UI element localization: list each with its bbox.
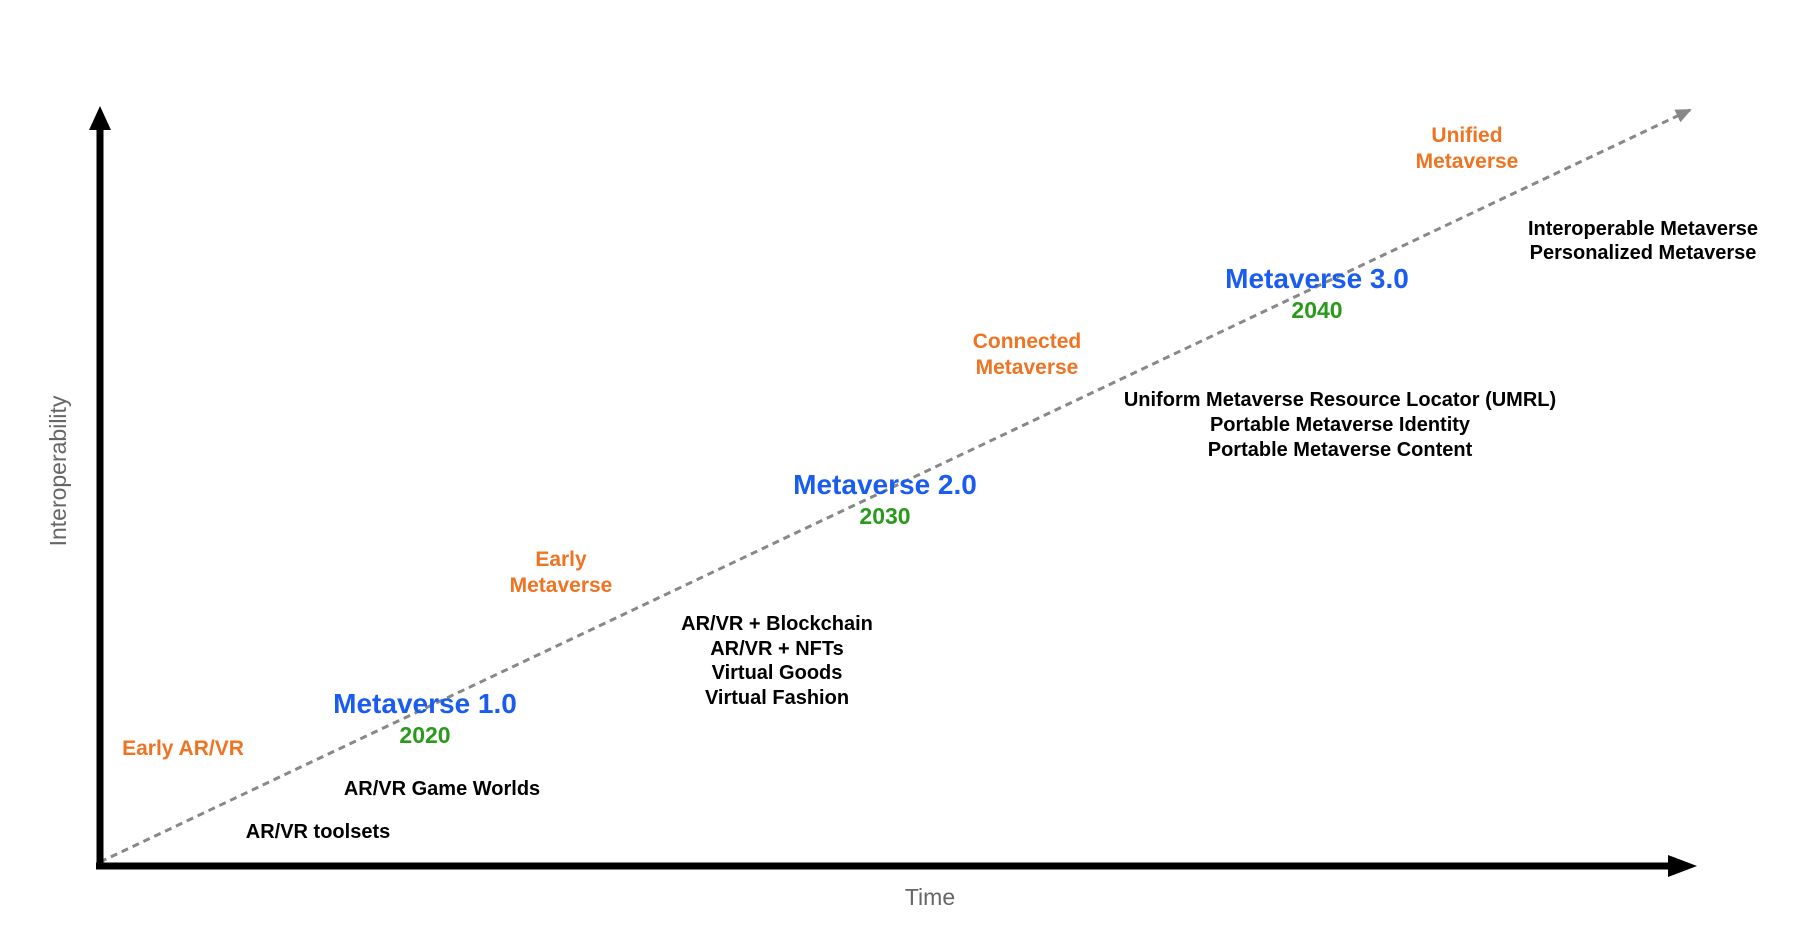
- stage-label: Connected: [973, 330, 1082, 353]
- trend-line: [99, 108, 1692, 864]
- stage-label: Unified: [1431, 124, 1502, 147]
- era-year: 2040: [1291, 297, 1342, 323]
- feature-item: Uniform Metaverse Resource Locator (UMRL…: [1124, 389, 1556, 411]
- x-axis-arrowhead: [1668, 855, 1697, 877]
- feature-item: AR/VR + Blockchain: [681, 613, 873, 635]
- era-name: Metaverse 2.0: [793, 469, 977, 500]
- stage-label: Metaverse: [1416, 150, 1519, 173]
- feature-item: Personalized Metaverse: [1530, 242, 1757, 264]
- era-name: Metaverse 1.0: [333, 688, 517, 719]
- feature-item: AR/VR + NFTs: [710, 638, 844, 660]
- x-axis-label: Time: [905, 884, 955, 910]
- era-year: 2020: [399, 722, 450, 748]
- feature-item: Portable Metaverse Content: [1208, 439, 1473, 461]
- era-name: Metaverse 3.0: [1225, 263, 1409, 294]
- feature-item: Interoperable Metaverse: [1528, 218, 1758, 240]
- feature-item: Virtual Fashion: [705, 687, 849, 709]
- y-axis-arrowhead: [89, 106, 111, 130]
- era-year: 2030: [859, 503, 910, 529]
- feature-item: Portable Metaverse Identity: [1210, 414, 1471, 436]
- feature-item: AR/VR toolsets: [246, 821, 390, 843]
- y-axis-label: Interoperability: [45, 395, 71, 546]
- stage-label: Metaverse: [510, 574, 613, 597]
- stage-label: Metaverse: [976, 356, 1079, 379]
- stage-label: Early: [535, 548, 587, 571]
- feature-item: AR/VR Game Worlds: [344, 778, 540, 800]
- stage-label: Early AR/VR: [122, 737, 244, 760]
- feature-item: Virtual Goods: [712, 662, 843, 684]
